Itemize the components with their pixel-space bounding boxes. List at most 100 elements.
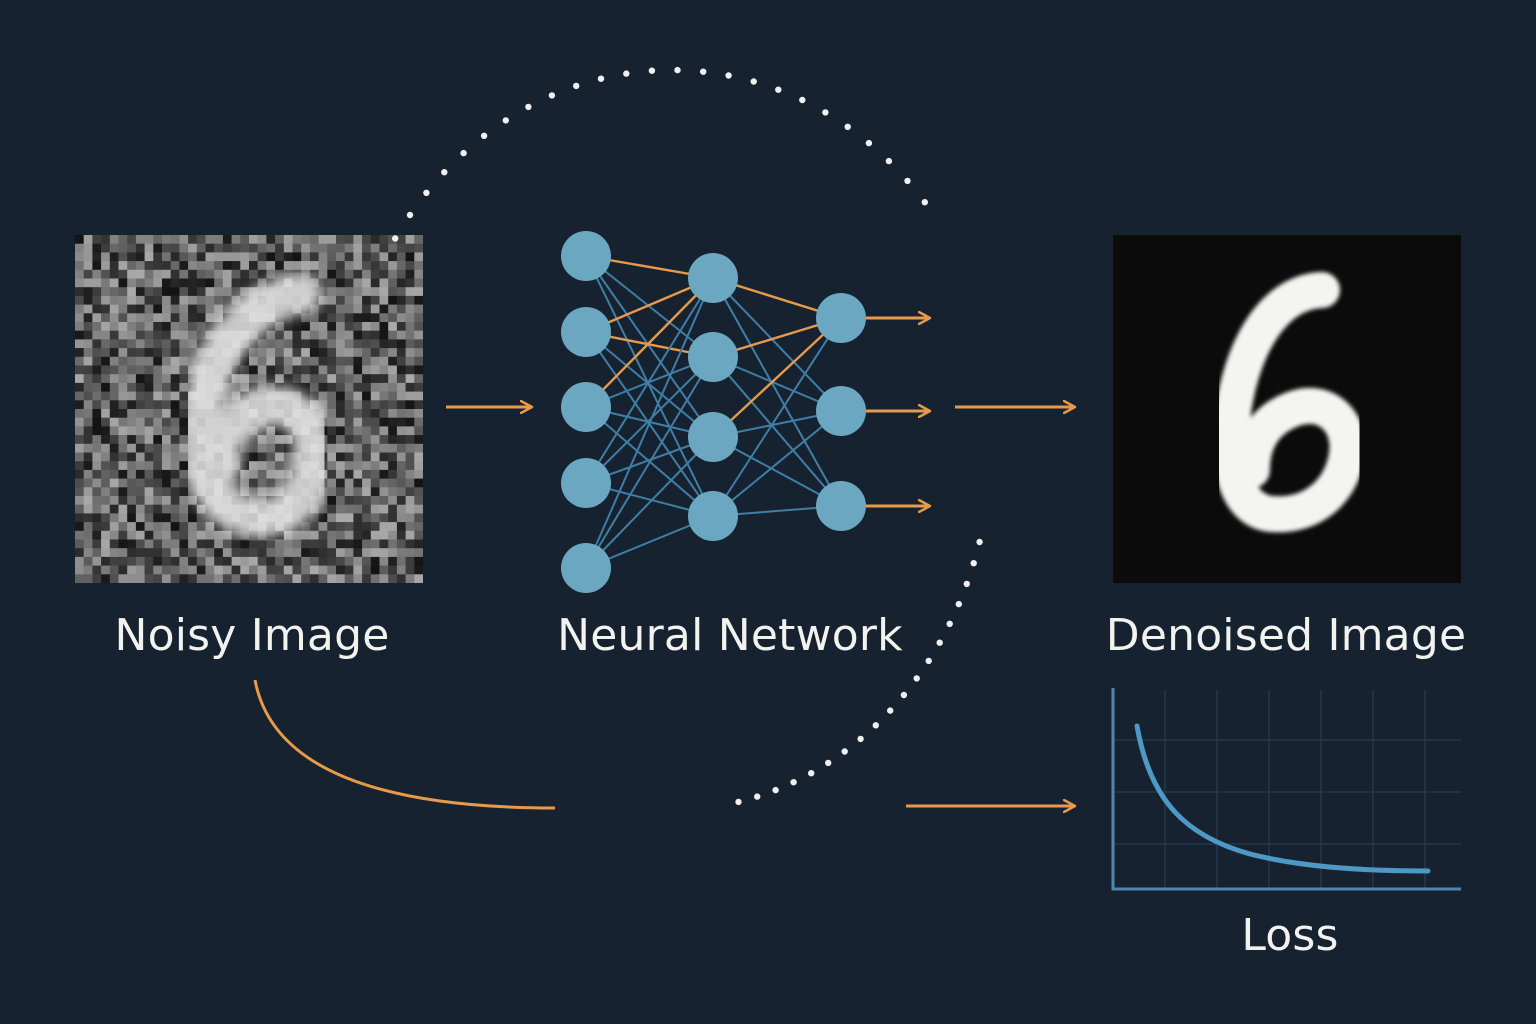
noise-pixel bbox=[109, 287, 119, 297]
noise-pixel bbox=[109, 348, 119, 358]
network-edge bbox=[712, 317, 842, 517]
noise-pixel bbox=[92, 400, 102, 410]
noise-pixel bbox=[336, 513, 345, 523]
noise-pixel bbox=[275, 426, 285, 436]
noise-pixel bbox=[135, 278, 145, 288]
noise-pixel bbox=[170, 295, 180, 305]
network-edge bbox=[712, 317, 842, 438]
noise-pixel bbox=[318, 339, 328, 349]
noise-pixel bbox=[153, 556, 163, 566]
noise-pixel bbox=[275, 374, 285, 384]
noise-pixel bbox=[336, 461, 345, 471]
noise-pixel bbox=[153, 295, 163, 305]
noise-pixel bbox=[144, 417, 154, 427]
noise-pixel bbox=[153, 243, 163, 253]
noise-pixel bbox=[127, 295, 137, 305]
noise-pixel bbox=[388, 374, 398, 384]
noise-pixel bbox=[118, 496, 128, 505]
noise-pixel bbox=[188, 348, 198, 358]
noise-pixel bbox=[344, 513, 354, 523]
noise-pixel bbox=[179, 348, 189, 358]
noise-pixel bbox=[153, 522, 163, 532]
noise-pixel bbox=[396, 374, 406, 384]
noise-pixel bbox=[353, 539, 363, 549]
noise-pixel bbox=[396, 565, 406, 575]
noise-pixel bbox=[309, 556, 319, 566]
noise-pixel bbox=[301, 269, 311, 279]
noise-pixel bbox=[336, 235, 345, 244]
noise-pixel bbox=[109, 504, 119, 514]
noise-pixel bbox=[153, 252, 163, 262]
network-node bbox=[688, 491, 738, 541]
noise-pixel bbox=[188, 574, 198, 583]
noise-pixel bbox=[75, 478, 84, 488]
noise-pixel bbox=[153, 435, 163, 445]
noise-pixel bbox=[127, 365, 137, 375]
noise-pixel bbox=[266, 339, 276, 349]
noise-pixel bbox=[109, 365, 119, 375]
noise-pixel bbox=[83, 504, 93, 514]
noise-pixel bbox=[414, 287, 423, 297]
loop-dot bbox=[772, 786, 779, 794]
noise-pixel bbox=[231, 287, 241, 297]
noise-pixel bbox=[144, 322, 154, 331]
noise-pixel bbox=[379, 287, 389, 297]
noise-pixel bbox=[222, 556, 232, 566]
noise-pixel bbox=[205, 235, 215, 244]
noise-pixel bbox=[301, 243, 311, 253]
noise-pixel bbox=[301, 330, 311, 340]
noise-pixel bbox=[196, 261, 206, 271]
noise-pixel bbox=[275, 339, 285, 349]
noise-pixel bbox=[353, 487, 363, 497]
noise-pixel bbox=[83, 478, 93, 488]
noise-pixel bbox=[353, 278, 363, 288]
noise-pixel bbox=[240, 469, 250, 479]
noise-pixel bbox=[396, 548, 406, 558]
noise-pixel bbox=[118, 426, 128, 436]
noise-pixel bbox=[196, 339, 206, 349]
noise-pixel bbox=[283, 243, 293, 253]
noise-pixel bbox=[222, 252, 232, 262]
noise-pixel bbox=[75, 443, 84, 453]
noise-pixel bbox=[75, 374, 84, 384]
noise-pixel bbox=[153, 409, 163, 418]
noise-pixel bbox=[162, 574, 171, 583]
noise-pixel bbox=[83, 252, 93, 262]
loop-dot bbox=[460, 149, 467, 157]
noise-pixel bbox=[388, 487, 398, 497]
noise-pixel bbox=[370, 409, 380, 418]
noise-pixel bbox=[266, 243, 276, 253]
noise-pixel bbox=[336, 539, 345, 549]
noise-pixel bbox=[205, 513, 215, 523]
noise-pixel bbox=[405, 487, 415, 497]
noise-pixel bbox=[144, 443, 154, 453]
noise-pixel bbox=[144, 287, 154, 297]
noise-pixel bbox=[101, 443, 111, 453]
noise-pixel bbox=[75, 400, 84, 410]
noise-pixel bbox=[162, 235, 171, 244]
noise-pixel bbox=[153, 365, 163, 375]
noise-pixel bbox=[309, 339, 319, 349]
noise-pixel bbox=[414, 365, 423, 375]
noise-pixel bbox=[214, 304, 224, 314]
noise-pixel bbox=[240, 365, 250, 375]
noise-pixel bbox=[327, 330, 337, 340]
noise-pixel bbox=[118, 295, 128, 305]
noise-pixel bbox=[153, 304, 163, 314]
noise-pixel bbox=[83, 400, 93, 410]
loss-grid bbox=[1113, 690, 1461, 888]
network-node bbox=[561, 307, 611, 357]
noise-pixel bbox=[266, 252, 276, 262]
noise-pixel bbox=[118, 356, 128, 366]
noise-pixel bbox=[396, 313, 406, 323]
noise-pixel bbox=[301, 522, 311, 532]
noise-pixel bbox=[144, 452, 154, 462]
noise-pixel bbox=[240, 443, 250, 453]
noise-pixel bbox=[83, 548, 93, 558]
noise-pixel bbox=[162, 469, 171, 479]
noise-pixel bbox=[231, 243, 241, 253]
noise-pixel bbox=[170, 400, 180, 410]
noise-pixel bbox=[396, 417, 406, 427]
noise-pixel bbox=[275, 243, 285, 253]
